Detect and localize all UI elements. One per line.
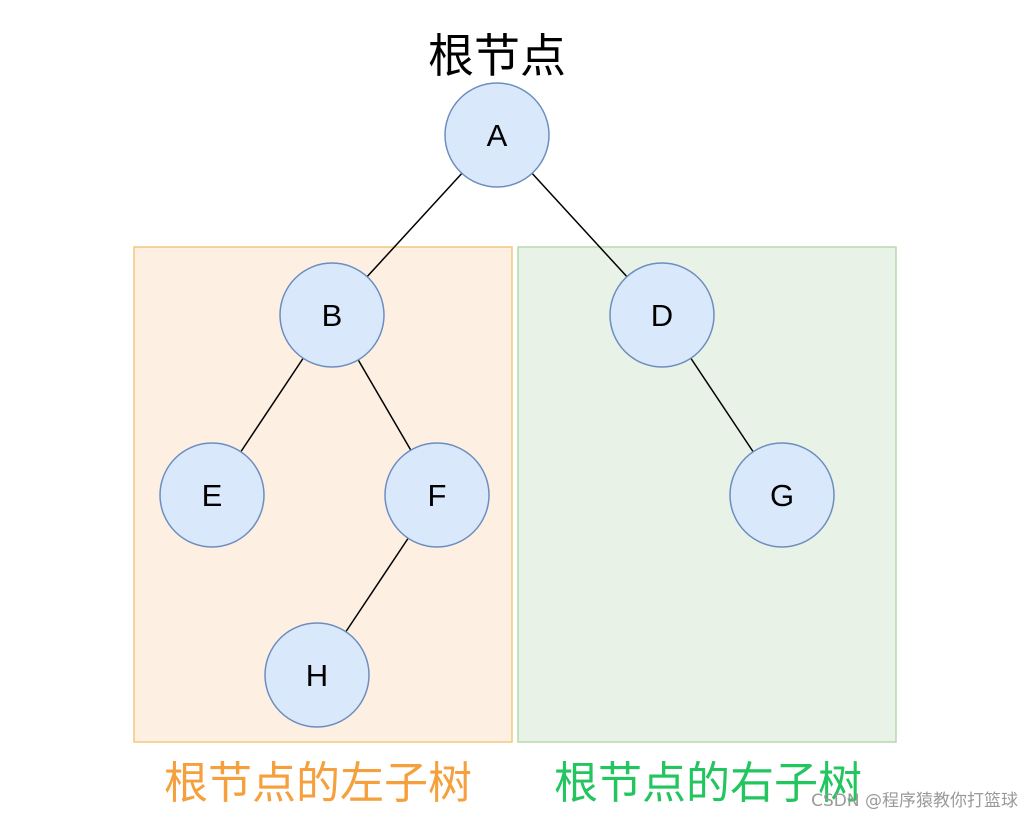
node-circle-h — [264, 622, 370, 728]
right-subtree-caption: 根节点的右子树 — [554, 758, 862, 809]
node-label-a: A — [487, 118, 508, 153]
node-circle-e — [159, 442, 265, 548]
node-label-e: E — [202, 478, 223, 513]
edge-b-f — [357, 359, 412, 451]
edge-f-h — [345, 537, 409, 633]
root-title: 根节点 — [428, 29, 566, 83]
node-a: A — [444, 82, 550, 188]
node-circle-b — [279, 262, 385, 368]
node-label-h: H — [306, 658, 328, 693]
edge-d-g — [690, 357, 754, 453]
node-circle-d — [609, 262, 715, 368]
nodes-layer: A B D E F G H — [159, 82, 835, 728]
node-circle-f — [384, 442, 490, 548]
node-circle-a — [444, 82, 550, 188]
node-e: E — [159, 442, 265, 548]
edge-a-d — [531, 172, 628, 278]
node-circle-g — [729, 442, 835, 548]
node-h: H — [264, 622, 370, 728]
edge-a-b — [366, 172, 463, 278]
edges-layer — [240, 172, 754, 633]
watermark: CSDN @程序猿教你打篮球 — [811, 791, 1018, 811]
node-g: G — [729, 442, 835, 548]
node-d: D — [609, 262, 715, 368]
node-label-f: F — [428, 478, 447, 513]
node-label-b: B — [322, 298, 343, 333]
edge-b-e — [240, 357, 304, 453]
node-label-d: D — [651, 298, 673, 333]
node-label-g: G — [770, 478, 794, 513]
left-subtree-caption: 根节点的左子树 — [164, 758, 472, 809]
node-f: F — [384, 442, 490, 548]
node-b: B — [279, 262, 385, 368]
